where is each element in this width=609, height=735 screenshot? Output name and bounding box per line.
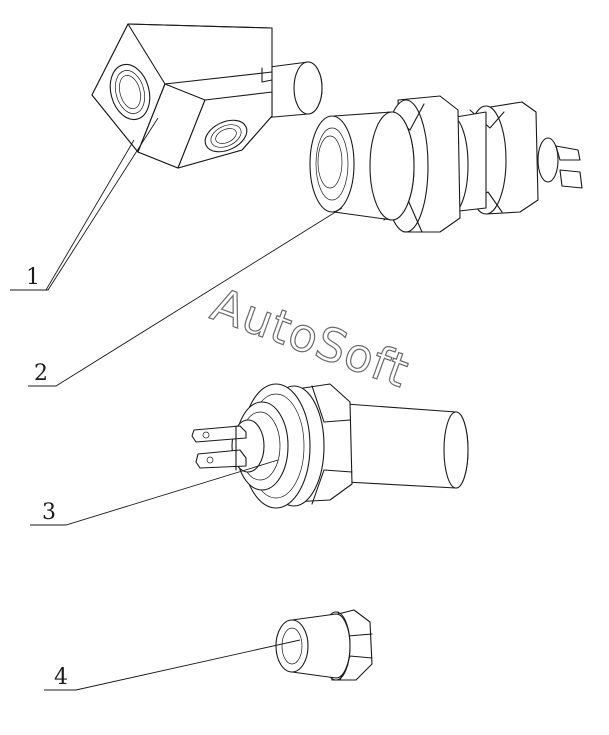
part-2-hex-threaded-sensor [309,95,583,233]
callout-3: 3 [42,500,56,525]
watermark: AutoSoft [205,277,417,398]
callout-labels: 1 2 3 4 [26,265,68,690]
leader-4 [44,639,301,691]
part-4-cap-nut [275,609,373,681]
callout-2: 2 [34,361,48,386]
leader-3 [30,459,279,526]
leader-1 [10,117,159,291]
leader-2 [28,207,343,387]
leader-lines [10,117,343,691]
callout-4: 4 [54,665,68,690]
part-3-terminal-sender [191,383,469,509]
part-1-block-fitting [91,23,323,169]
callout-1: 1 [26,265,40,290]
